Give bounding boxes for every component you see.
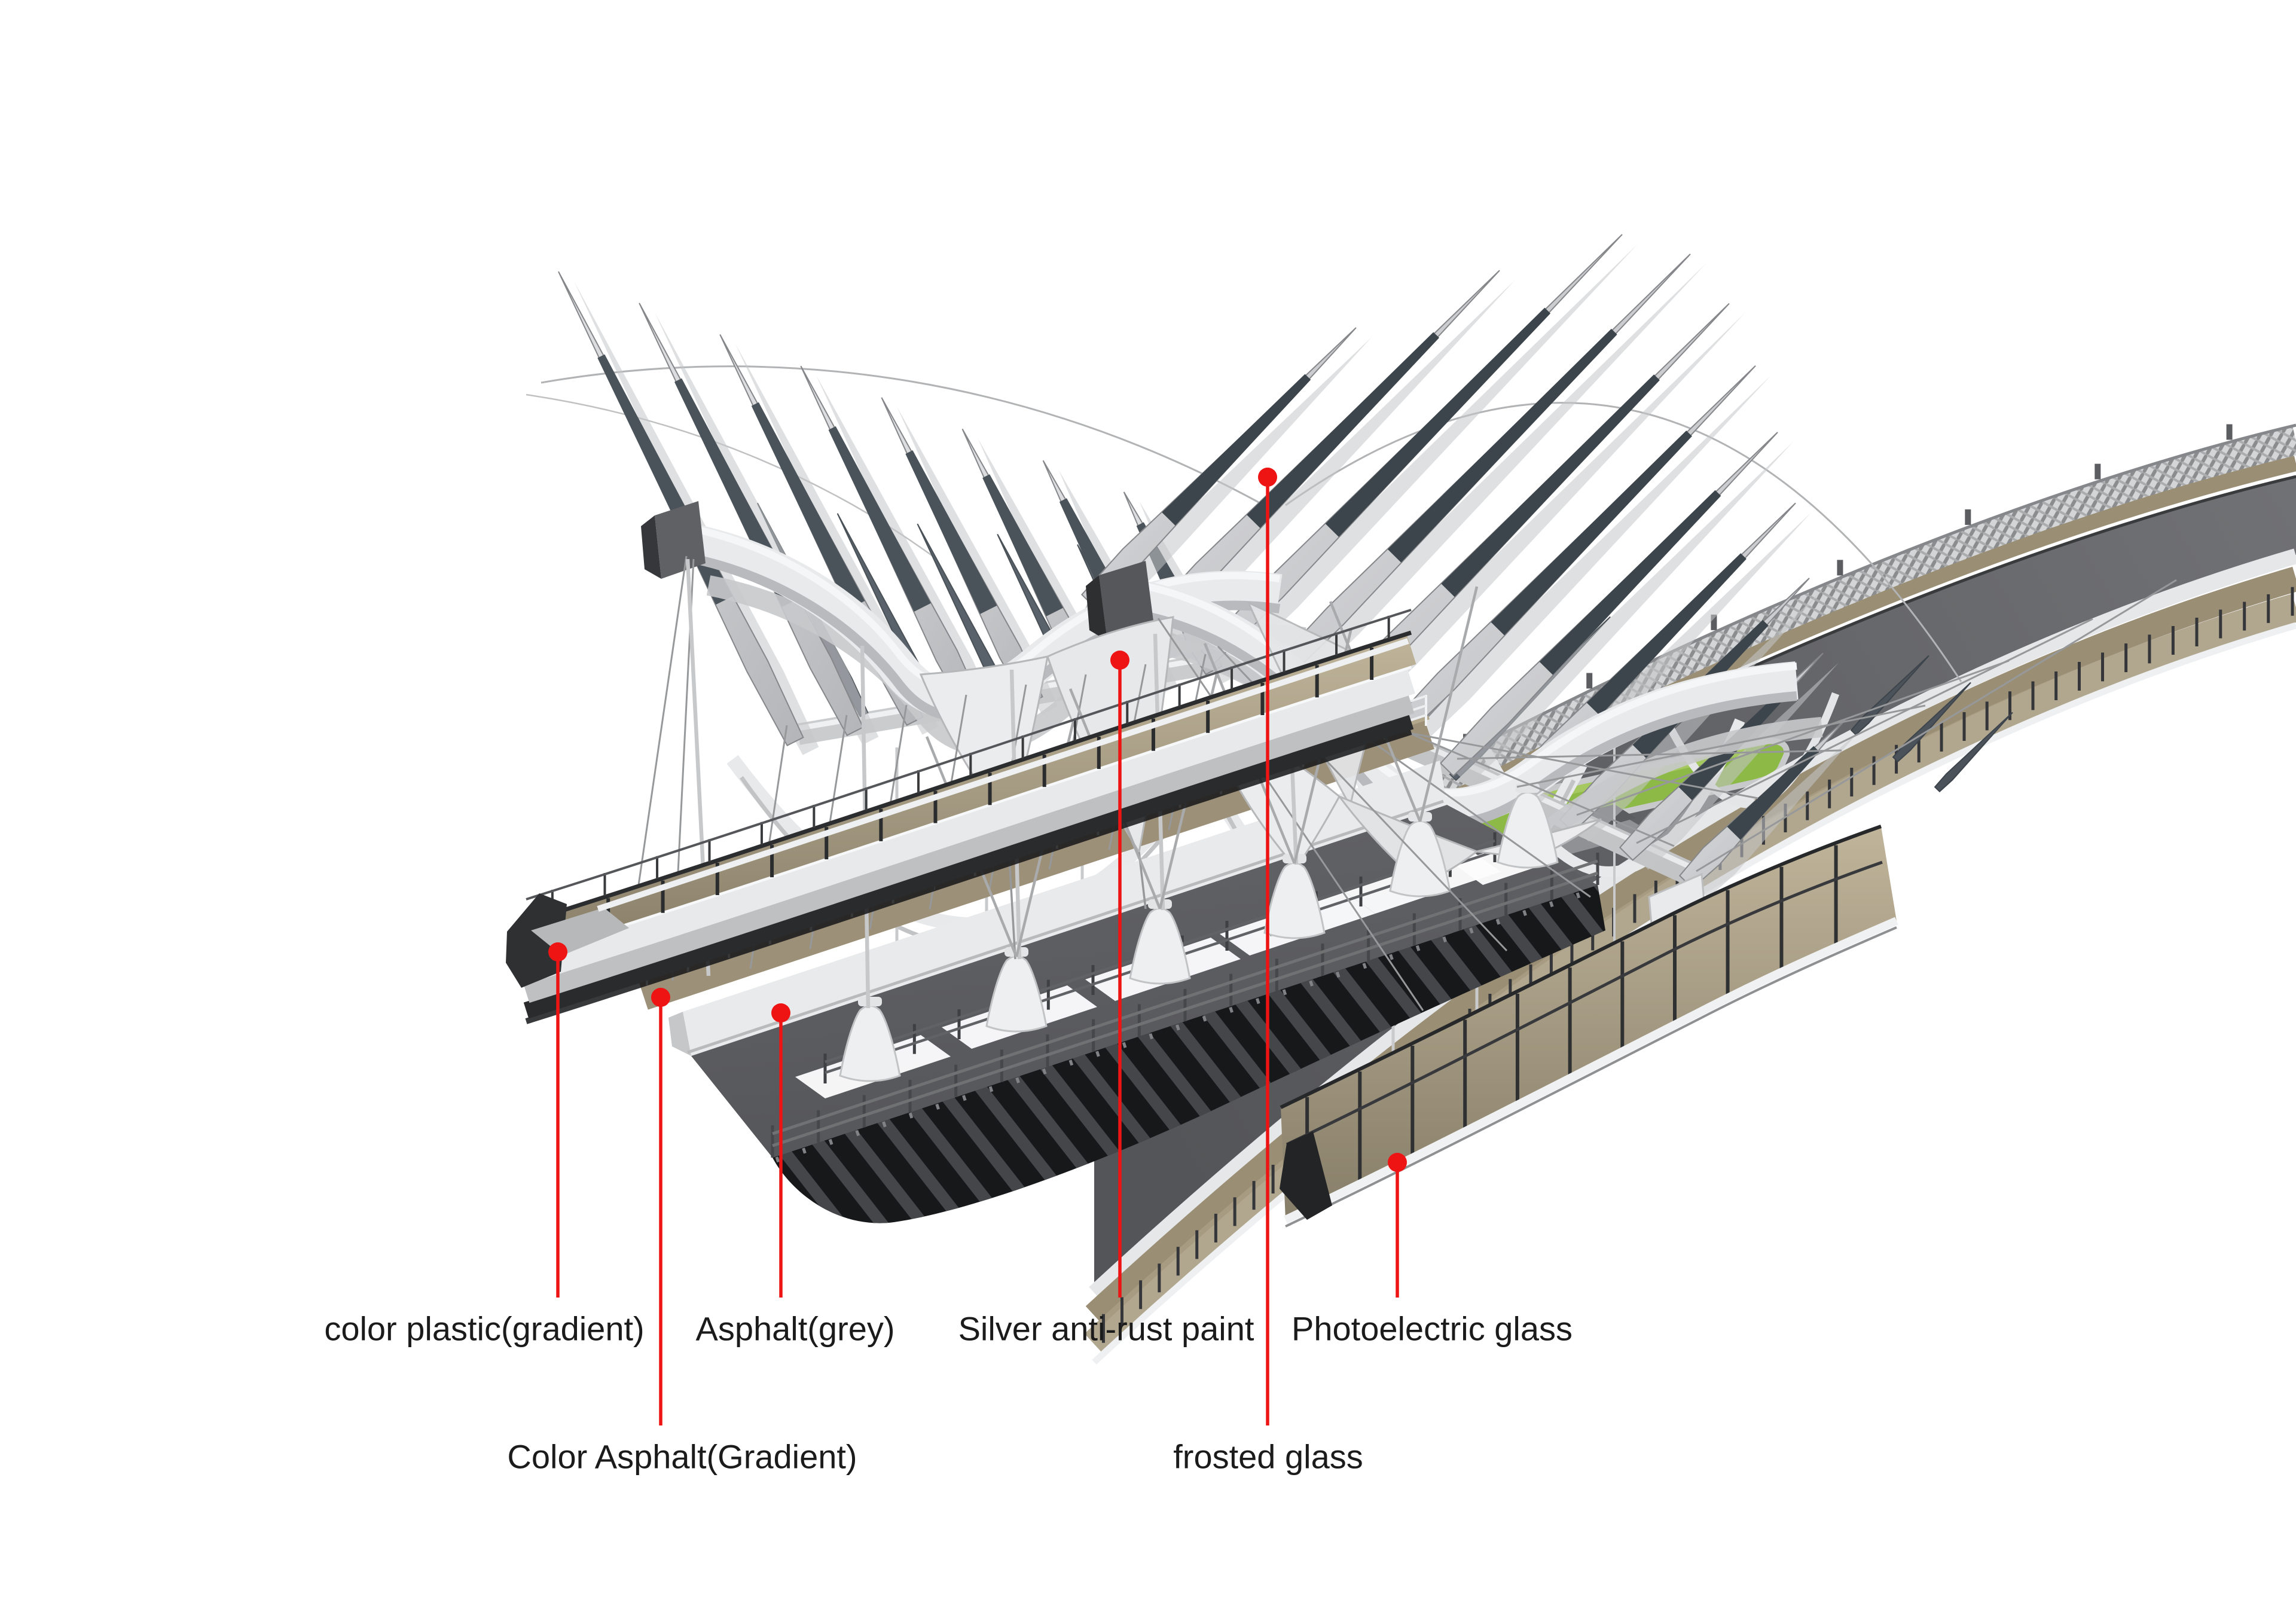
leader-dot-frosted-glass [1258,468,1277,487]
leader-dot-asphalt-grey [771,1003,790,1022]
leader-dot-color-plastic-gradient [548,942,567,961]
annotation-leader-lines [548,468,1407,1425]
deck-near-railing [771,853,1599,1158]
left-guide-cable [541,365,1259,503]
leader-dot-color-asphalt-gradient [651,988,670,1007]
leader-dot-photoelectric-glass [1388,1153,1407,1172]
photoelectric-end-cap [1280,1131,1332,1220]
center-spine-end-cap [1086,561,1154,641]
photoelectric-glass-frames [1305,845,1838,1211]
photoelectric-glass-band [1281,826,1897,1220]
deck-white-wall [683,761,1447,1056]
right-guide-cable [1285,402,1962,682]
left-spine-end-cap [641,501,706,579]
right-edge-girder-photoelectric [1280,826,1897,1228]
leader-dot-silver-anti-rust-paint [1110,651,1129,670]
